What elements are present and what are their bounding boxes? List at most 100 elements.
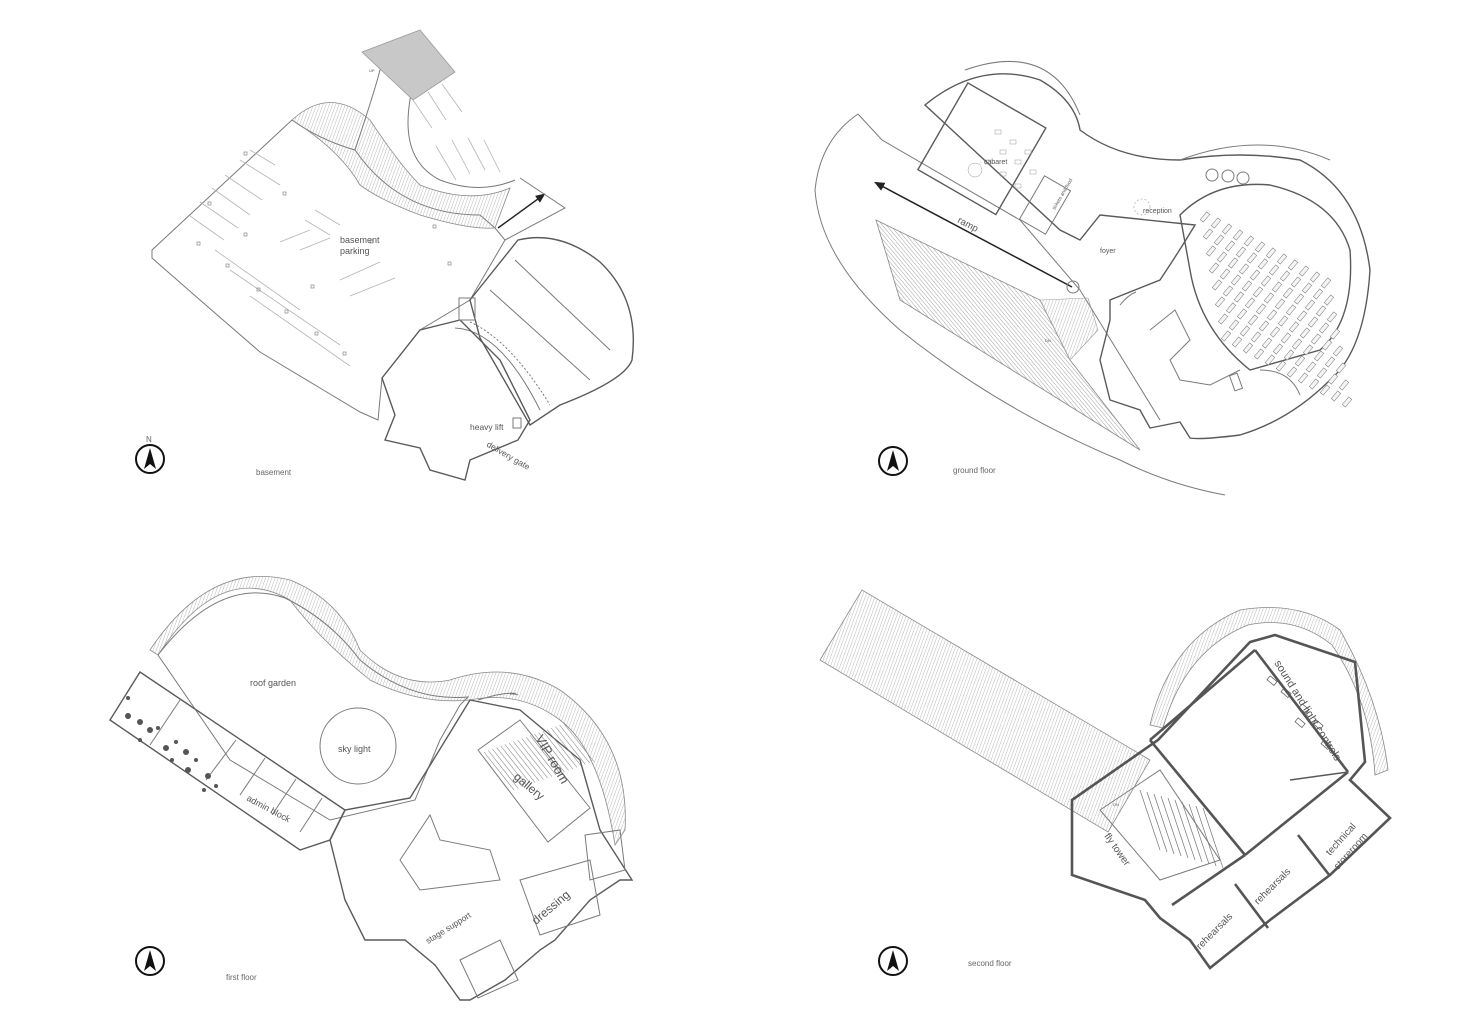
stair-tread [1167,797,1189,859]
seat-block [1263,292,1275,304]
foyer-label: foyer [1100,248,1116,255]
gallery-seat-row [521,738,553,777]
seat-block [1277,315,1289,327]
basement-parking-label-1: basement [340,235,380,245]
gallery-seat-row [492,748,523,788]
gallery-seat-row [483,751,515,791]
roof-garden-outline [157,592,470,821]
roof-slab-hatched [819,589,1151,833]
seat-block [1214,296,1226,308]
seat-block [1293,293,1305,305]
hall-volume [469,236,635,426]
seat-block [1312,288,1324,300]
fly-tower-label: fly tower [1102,831,1133,868]
seat-block [1219,268,1231,280]
seat-block [1243,235,1255,247]
seat-block [1210,217,1222,229]
gallery-seat-row [538,732,569,771]
seat-block [1297,372,1309,384]
seat-block [1285,304,1297,316]
cabaret-room [916,82,1047,216]
seat-block [1230,274,1242,286]
seat-block [1302,344,1314,356]
seat-block [1228,319,1240,331]
gallery-seating [477,719,595,843]
seat-block [1241,280,1253,292]
seat-block [1338,379,1350,391]
cabaret-tables [967,129,1037,189]
seat-block [1258,320,1270,332]
ground-building-outline [923,73,1371,440]
seat-block [1246,252,1258,264]
curved-roof-band [1149,607,1389,776]
tickets-kiosk [1018,175,1072,235]
seat-block [1274,298,1286,310]
seat-block [1242,342,1254,354]
seat-block [1280,332,1292,344]
seat-block [1290,276,1302,288]
seat-block [1326,311,1338,323]
seat-block [1283,349,1295,361]
stair-tread [1202,807,1224,869]
seat-block [1249,269,1261,281]
entrance-lines [412,83,501,181]
first-dn-label: DN [510,691,516,696]
seat-block [1304,299,1316,311]
lift-shaft [458,297,476,321]
gallery-seat-row [555,726,586,765]
gallery-seat-row [550,727,582,767]
gallery-seat-row [563,723,595,762]
stair-tread [1181,801,1203,863]
seat-block [1298,265,1310,277]
landscape-outline [814,113,1226,496]
seat-block [1323,294,1335,306]
north-arrow-icon [135,946,165,976]
stair-tread [1160,795,1182,857]
gallery-seat-row [559,724,590,764]
rehearsals-label-1: rehearsals [1194,911,1235,952]
gallery-seat-row [534,733,565,773]
roof-garden-label: roof garden [250,678,296,688]
seat-block [1257,258,1269,270]
basement-up-label: UP [369,68,375,73]
column-round-3 [1236,171,1250,185]
seat-block [1247,314,1259,326]
seat-block [1266,309,1278,321]
seat-block [1224,240,1236,252]
stair-tread [1153,793,1175,855]
seat-block [1225,302,1237,314]
seat-block [1305,361,1317,373]
stair-tread [1139,789,1161,851]
seat-block [1288,321,1300,333]
reception-desk [1133,198,1151,216]
ground-floor-plan: cabaret reception ramp foyer tickets and… [814,60,1371,496]
seat-block [1208,262,1220,274]
curved-ramp [291,102,511,229]
seat-block [1238,263,1250,275]
gallery-seat-row [546,729,578,768]
gallery-seat-row [513,741,544,780]
north-arrow-icon [878,446,908,476]
parking-slab-outline [151,119,506,421]
ground-dn-label: DN [1045,338,1051,343]
seat-block [1268,264,1280,276]
seat-block [1286,366,1298,378]
seat-block [1272,343,1284,355]
admin-block-outline [109,671,346,851]
dressing-label: dressing [529,887,573,927]
gallery-seat-row [500,745,532,785]
seat-block [1222,285,1234,297]
north-label: N [146,435,152,444]
basement-parking-label-2: parking [340,246,370,256]
heavy-lift-label: heavy lift [470,422,504,432]
admin-offices [149,699,323,833]
seat-block [1216,251,1228,263]
gallery-seat-row [496,747,527,786]
seat-block [1217,313,1229,325]
rehearsals-label-2: rehearsals [1252,866,1293,907]
sound-light-label: sound and light controls [1271,658,1343,763]
seat-block [1341,396,1353,408]
first-floor-plan: roof garden sky light VIP room gallery a… [109,576,634,1001]
seat-block [1211,279,1223,291]
